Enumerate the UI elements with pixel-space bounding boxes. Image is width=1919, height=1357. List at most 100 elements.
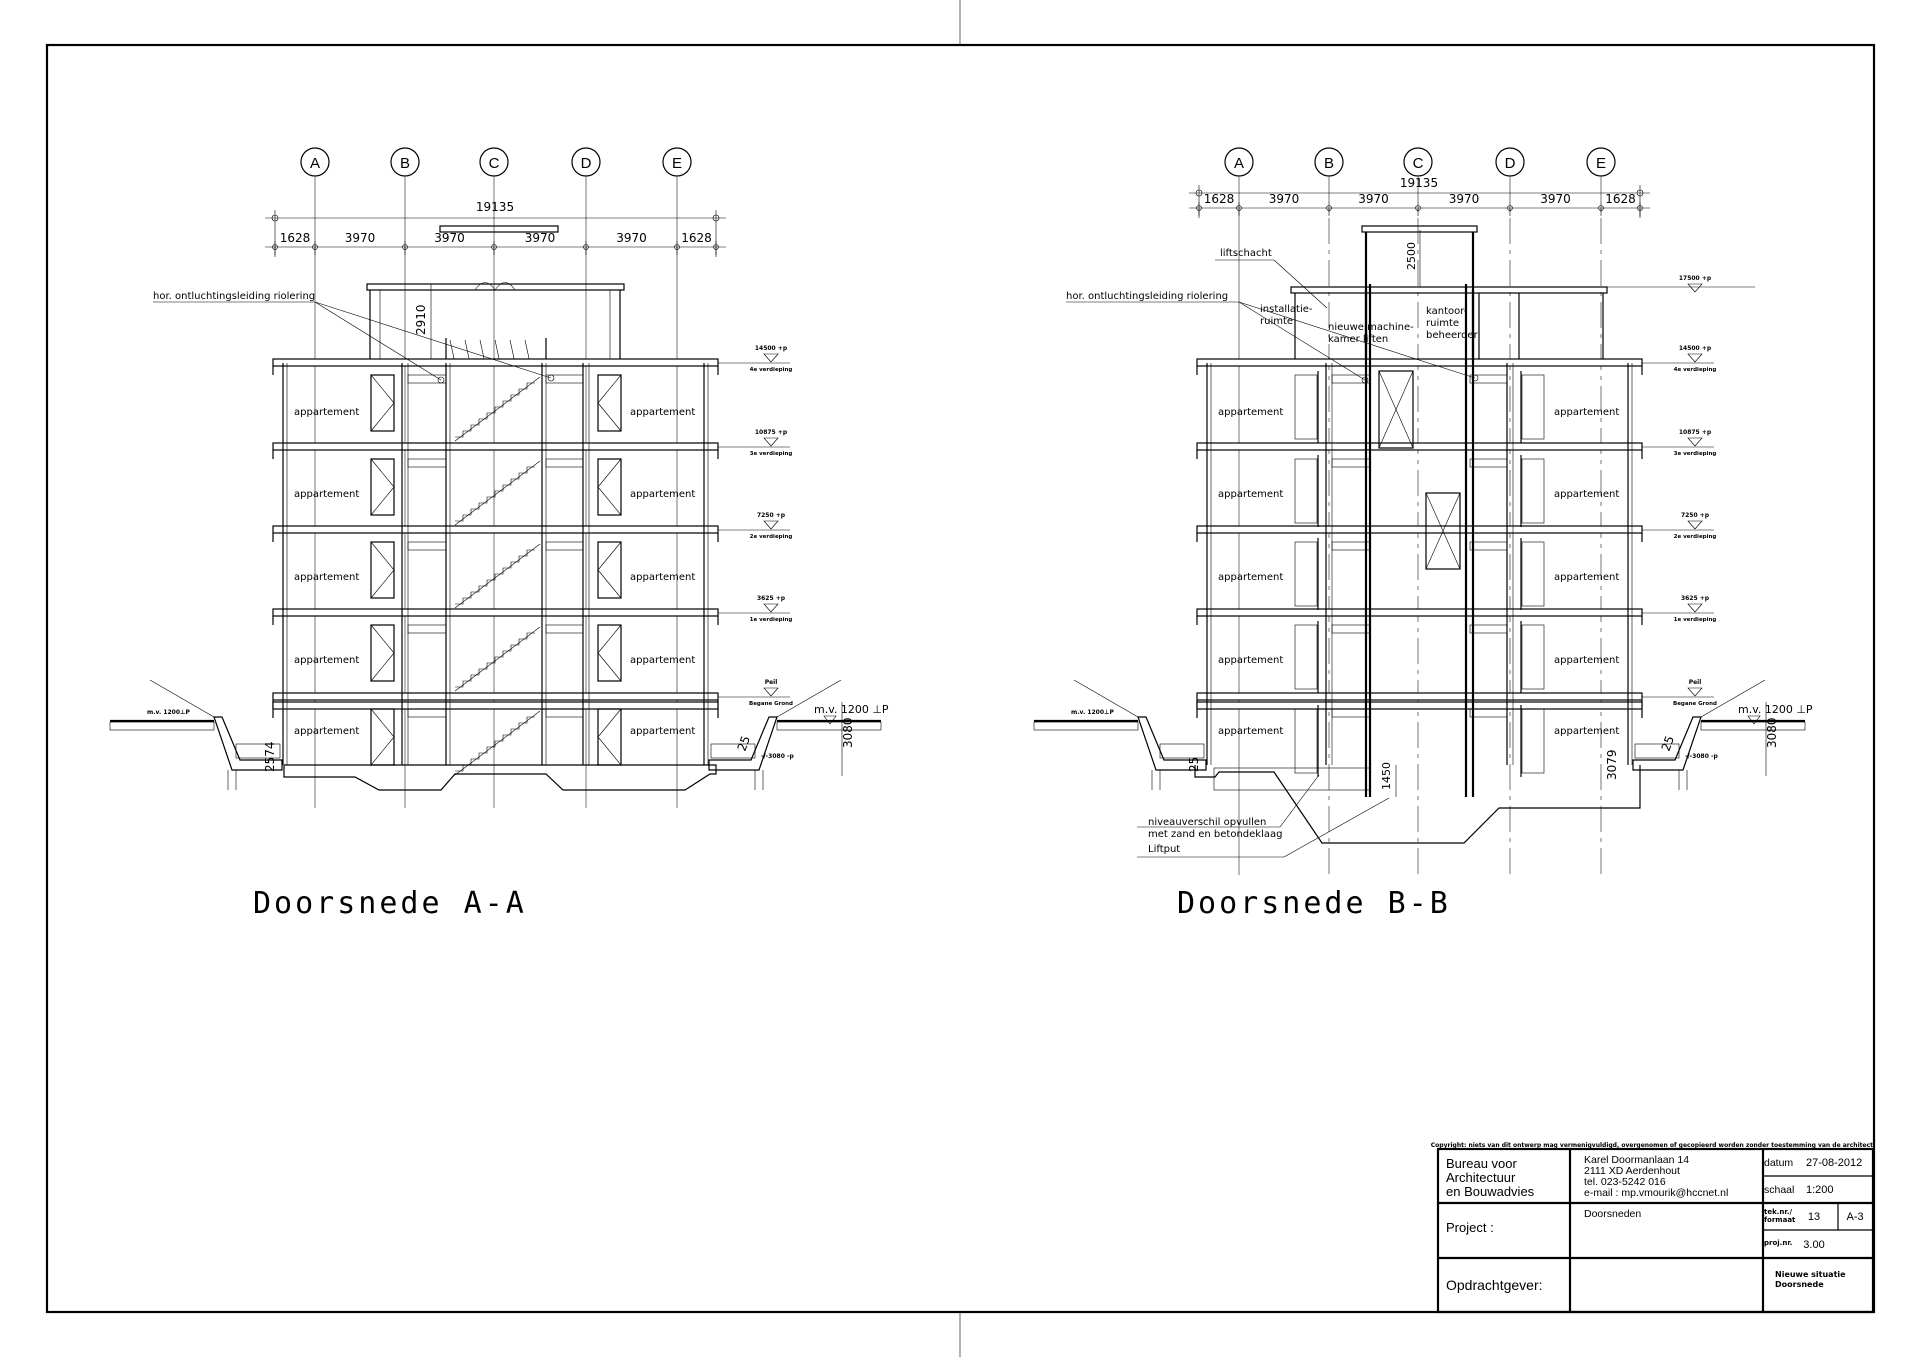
scale-label: schaal bbox=[1764, 1184, 1794, 1196]
door-swing bbox=[370, 374, 395, 404]
door bbox=[597, 541, 622, 599]
level-elevation: 7250 +p bbox=[1681, 512, 1710, 519]
date-label: datum bbox=[1764, 1157, 1793, 1169]
lift-car bbox=[1425, 492, 1461, 570]
vent-pipe-note: hor. ontluchtingsleiding riolering bbox=[153, 291, 315, 302]
skylight-icon bbox=[474, 282, 516, 291]
grid-label: D bbox=[581, 155, 592, 172]
lift-pit-note: Liftput bbox=[1148, 844, 1180, 855]
bathroom-tiles bbox=[1521, 374, 1545, 440]
sand-fill bbox=[1213, 767, 1371, 791]
level-name: 1e verdieping bbox=[750, 617, 793, 623]
vent-pipe bbox=[547, 374, 555, 382]
office-room-label: beheerder bbox=[1426, 330, 1479, 341]
dim-node bbox=[1415, 205, 1421, 211]
window-head bbox=[1331, 374, 1371, 384]
dim-node bbox=[1598, 205, 1604, 211]
level-name: 3e verdieping bbox=[750, 451, 793, 457]
leader bbox=[314, 301, 552, 379]
door-swing bbox=[597, 374, 622, 404]
level-elevation: Peil bbox=[765, 679, 778, 686]
window-head bbox=[407, 541, 447, 551]
roof-beam bbox=[366, 283, 625, 291]
door-swing bbox=[370, 708, 395, 738]
room-label: appartement bbox=[1554, 655, 1619, 666]
floor-slab bbox=[1196, 442, 1643, 451]
window-head bbox=[545, 624, 584, 634]
level-elevation: Peil bbox=[1689, 679, 1702, 686]
level-elevation: 10875 +p bbox=[1679, 429, 1712, 436]
door-swing bbox=[597, 708, 622, 738]
door-swing bbox=[370, 624, 395, 654]
office-name: en Bouwadvies bbox=[1446, 1184, 1535, 1199]
vent-pipe bbox=[1361, 376, 1369, 384]
door bbox=[597, 708, 622, 766]
machine-room-label: kamer liften bbox=[1328, 334, 1388, 345]
door-swing bbox=[370, 486, 395, 516]
machine-room-roof bbox=[1361, 225, 1478, 233]
dim-node bbox=[1196, 205, 1202, 211]
level-marker-icon bbox=[1687, 283, 1703, 293]
slope-line bbox=[776, 679, 842, 718]
level-name: 3e verdieping bbox=[1674, 451, 1717, 457]
window-head bbox=[1469, 458, 1508, 468]
room-label: appartement bbox=[1218, 655, 1283, 666]
stair-string bbox=[454, 543, 541, 609]
format-value: A-3 bbox=[1846, 1211, 1863, 1223]
scale-value: 1:200 bbox=[1806, 1184, 1834, 1196]
dimension-value: 3970 bbox=[1449, 192, 1480, 206]
window-head bbox=[545, 708, 584, 718]
floor-slab bbox=[272, 701, 719, 710]
gravel-fill bbox=[1159, 743, 1205, 759]
level-marker-icon bbox=[763, 353, 779, 363]
window-head bbox=[407, 458, 447, 468]
grid-label: B bbox=[400, 155, 410, 172]
door-swing bbox=[597, 458, 622, 488]
dimension-value: 3970 bbox=[525, 231, 556, 245]
floor-slab bbox=[1196, 692, 1643, 701]
dim-node bbox=[272, 244, 278, 250]
door bbox=[597, 374, 622, 432]
gravel-fill bbox=[710, 743, 756, 759]
grid-label: C bbox=[1413, 155, 1424, 172]
room-label: appartement bbox=[294, 407, 359, 418]
door bbox=[370, 458, 395, 516]
leader bbox=[1273, 259, 1328, 309]
dim-node bbox=[1636, 189, 1644, 197]
dimension-value: 1628 bbox=[1605, 192, 1636, 206]
drawing-number-label: tek.nr./ bbox=[1764, 1208, 1793, 1216]
gravel-fill bbox=[235, 743, 281, 759]
door-swing bbox=[370, 569, 395, 599]
level-marker-icon bbox=[1687, 520, 1703, 530]
liftshaft-note: liftschacht bbox=[1220, 248, 1272, 259]
bathroom-tiles bbox=[1521, 624, 1545, 690]
level-marker-icon bbox=[1687, 687, 1703, 697]
door bbox=[370, 374, 395, 432]
roof-slab bbox=[1290, 286, 1608, 294]
foundation bbox=[283, 764, 717, 791]
door bbox=[370, 708, 395, 766]
level-elevation: 17500 +p bbox=[1679, 275, 1712, 282]
bathroom-tiles bbox=[1294, 541, 1318, 607]
slope-line bbox=[1700, 679, 1766, 718]
grid-label: B bbox=[1324, 155, 1334, 172]
level-name: 4e verdieping bbox=[1674, 367, 1717, 373]
left-height-dimension: 25 bbox=[1187, 757, 1201, 772]
dimension-value: 3970 bbox=[1540, 192, 1571, 206]
retaining-wall bbox=[708, 716, 778, 771]
right-height-dimension: 3079 bbox=[1605, 749, 1619, 780]
door-swing bbox=[370, 736, 395, 766]
gravel-fill bbox=[1634, 743, 1680, 759]
ground-level-right: m.v. 1200 ⊥P bbox=[1738, 703, 1813, 716]
fill-note: met zand en betondeklaag bbox=[1148, 829, 1282, 840]
window-head bbox=[1469, 708, 1508, 718]
window-head bbox=[545, 458, 584, 468]
door bbox=[370, 541, 395, 599]
office-room-label: kantoor- bbox=[1426, 306, 1468, 317]
level-marker-icon bbox=[1687, 353, 1703, 363]
slope-line bbox=[149, 679, 215, 718]
room-label: appartement bbox=[630, 726, 695, 737]
stair-string bbox=[454, 710, 541, 776]
client-label: Opdrachtgever: bbox=[1446, 1277, 1543, 1293]
roof-edge bbox=[439, 225, 559, 233]
